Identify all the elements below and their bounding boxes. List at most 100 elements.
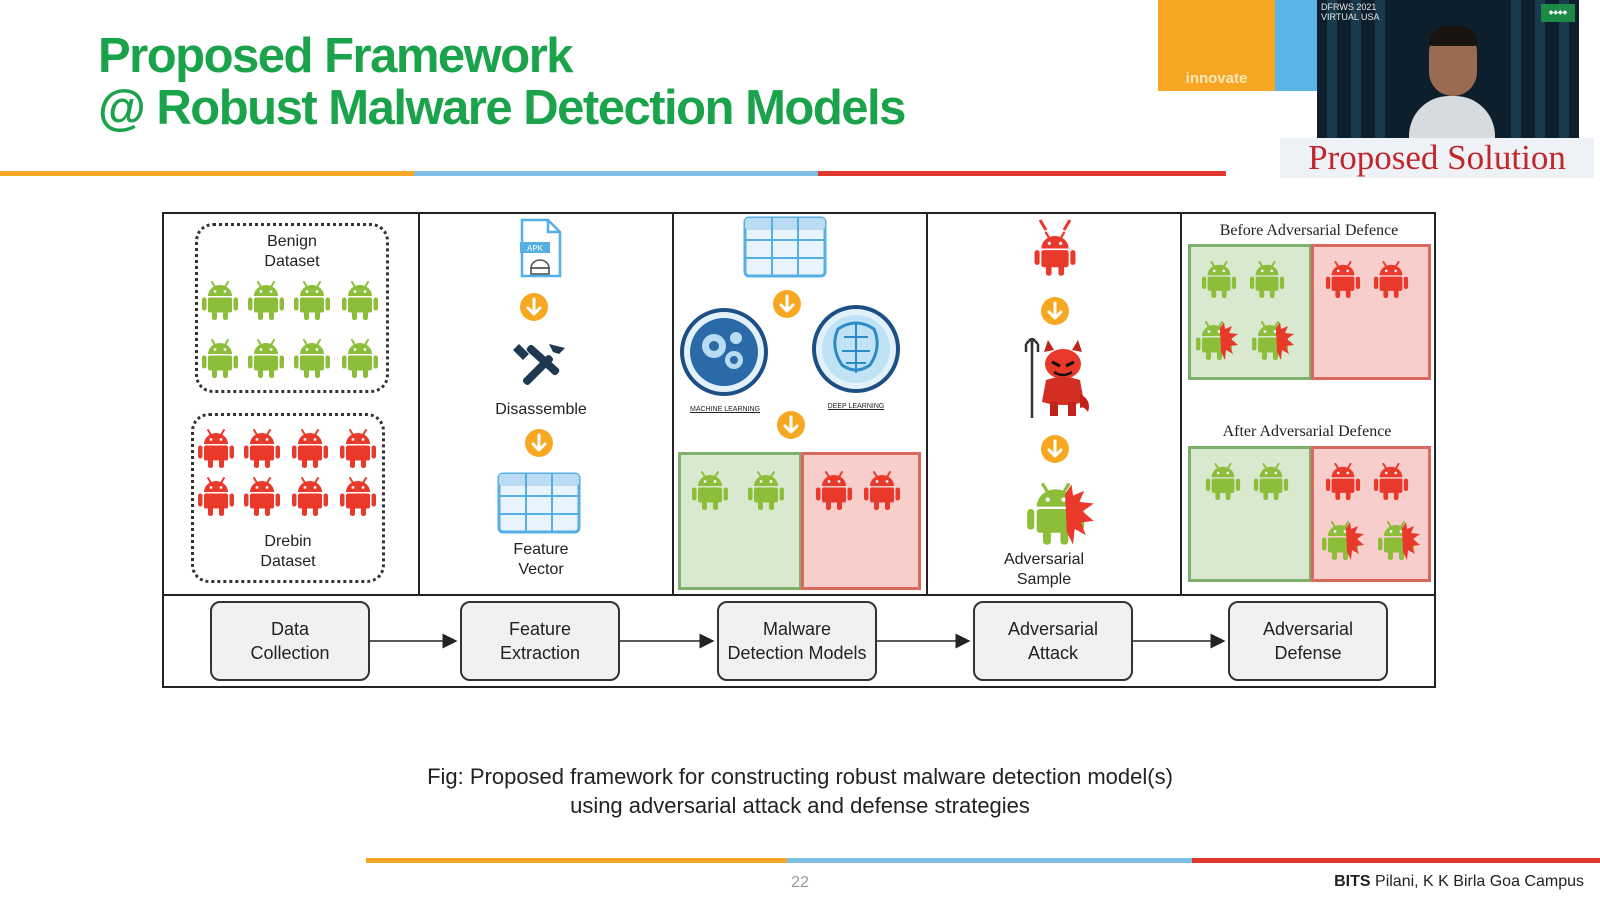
feature-vector-table-icon <box>497 472 581 534</box>
top-color-bar-blue <box>414 171 818 176</box>
video-caption: Proposed Solution <box>1280 138 1594 178</box>
innovate-banner: innovate <box>1158 0 1275 91</box>
machine-learning-icon <box>680 308 768 396</box>
caption-line-2: using adversarial attack and defense str… <box>570 793 1030 818</box>
apk-file-icon: APK <box>520 218 562 278</box>
android-malware-icon <box>863 471 901 511</box>
apk-label: APK <box>527 244 544 253</box>
android-malware-icon <box>339 477 377 517</box>
before-malware-panel <box>1311 244 1431 380</box>
android-benign-icon <box>247 339 285 379</box>
step-adversarial-defense: Adversarial Defense <box>1228 601 1388 681</box>
title-line-1: Proposed Framework <box>98 29 574 83</box>
before-defence-label: Before Adversarial Defence <box>1219 222 1399 239</box>
down-arrow-icon <box>524 428 554 458</box>
bottom-color-bar-orange <box>366 858 787 863</box>
before-malware-androids <box>1324 260 1410 299</box>
table-icon <box>743 216 827 278</box>
adversarial-sample-label: Adversarial Sample <box>1003 551 1085 588</box>
android-benign-icon <box>747 471 785 511</box>
down-arrow-icon <box>1040 296 1070 326</box>
android-malware-icon <box>1372 462 1410 501</box>
top-color-bar-orange <box>0 171 414 176</box>
android-malware-icon <box>243 429 281 469</box>
android-malware-icon <box>1324 462 1362 501</box>
benign-android-grid <box>201 281 379 379</box>
banner-blue-strip <box>1275 0 1317 91</box>
step-malware-detection-models: Malware Detection Models <box>717 601 877 681</box>
android-benign-icon <box>293 281 331 321</box>
after-malware-panel <box>1311 446 1431 582</box>
detected-benign-androids <box>691 471 785 511</box>
after-benign-androids <box>1204 462 1290 501</box>
video-label-line-2: VIRTUAL USA <box>1321 12 1380 22</box>
step-feature-extraction: Feature Extraction <box>460 601 620 681</box>
tools-icon <box>513 344 565 386</box>
adversarial-android-icon <box>1322 522 1364 560</box>
adversarial-android-icon <box>1196 322 1238 360</box>
page-number: 22 <box>791 874 809 891</box>
adversarial-android-icon <box>1252 322 1294 360</box>
slide-title: Proposed Framework @ Robust Malware Dete… <box>98 29 906 135</box>
android-benign-icon <box>341 281 379 321</box>
top-color-bar-red <box>818 171 1226 176</box>
android-benign-icon <box>691 471 729 511</box>
after-adversarial-androids <box>1320 518 1432 564</box>
android-malware-icon <box>291 429 329 469</box>
footer-institution: BITS Pilani, K K Birla Goa Campus <box>1334 873 1584 890</box>
android-benign-icon <box>201 281 239 321</box>
disassemble-label: Disassemble <box>495 401 587 418</box>
figure-caption: Fig: Proposed framework for constructing… <box>300 762 1300 820</box>
android-malware-icon <box>243 477 281 517</box>
android-benign-icon <box>1248 260 1286 299</box>
deep-learning-icon <box>812 305 900 393</box>
adversarial-android-icon <box>1378 522 1420 560</box>
speaker-video: DFRWS 2021 VIRTUAL USA ◆◆◆◆ <box>1317 0 1579 147</box>
android-malware-icon <box>197 477 235 517</box>
android-benign-icon <box>1204 462 1242 501</box>
malware-android-grid <box>197 429 377 517</box>
android-malware-icon <box>291 477 329 517</box>
down-arrow-icon <box>776 410 806 440</box>
caption-line-1: Fig: Proposed framework for constructing… <box>427 764 1173 789</box>
android-malware-icon <box>339 429 377 469</box>
android-malware-icon <box>1033 219 1077 277</box>
down-arrow-icon <box>1040 434 1070 464</box>
android-malware-icon <box>1372 260 1410 299</box>
step-adversarial-attack: Adversarial Attack <box>973 601 1133 681</box>
android-benign-icon <box>247 281 285 321</box>
drebin-dataset-label: Drebin Dataset <box>260 533 316 570</box>
detection-benign-panel <box>678 452 802 590</box>
adversarial-android-icon <box>1024 478 1100 548</box>
video-label-line-1: DFRWS 2021 <box>1321 2 1377 12</box>
android-malware-icon <box>197 429 235 469</box>
after-malware-androids <box>1324 462 1410 501</box>
title-line-2: @ Robust Malware Detection Models <box>98 81 906 135</box>
android-benign-icon <box>201 339 239 379</box>
benign-dataset-box <box>195 223 389 393</box>
before-adversarial-androids <box>1194 318 1306 364</box>
before-benign-androids <box>1200 260 1286 299</box>
detected-malware-androids <box>815 471 901 511</box>
android-benign-icon <box>341 339 379 379</box>
after-defence-label: After Adversarial Defence <box>1222 423 1392 440</box>
android-malware-icon <box>815 471 853 511</box>
framework-diagram: Benign Dataset Drebin Dataset <box>162 212 1436 688</box>
feature-vector-label: Feature Vector <box>513 541 569 578</box>
down-arrow-icon <box>519 292 549 322</box>
benign-dataset-label: Benign Dataset <box>264 233 320 270</box>
devil-icon <box>1024 338 1089 418</box>
android-benign-icon <box>1252 462 1290 501</box>
deep-learning-label: DEEP LEARNING <box>827 403 885 410</box>
video-badge: ◆◆◆◆ <box>1541 4 1575 22</box>
drebin-dataset-box <box>191 413 385 583</box>
after-benign-panel <box>1188 446 1312 582</box>
android-benign-icon <box>1200 260 1238 299</box>
android-malware-icon <box>1324 260 1362 299</box>
down-arrow-icon <box>772 289 802 319</box>
detection-malware-panel <box>801 452 921 590</box>
video-event-label: DFRWS 2021 VIRTUAL USA <box>1321 2 1380 22</box>
bottom-color-bar-blue <box>787 858 1192 863</box>
android-benign-icon <box>293 339 331 379</box>
